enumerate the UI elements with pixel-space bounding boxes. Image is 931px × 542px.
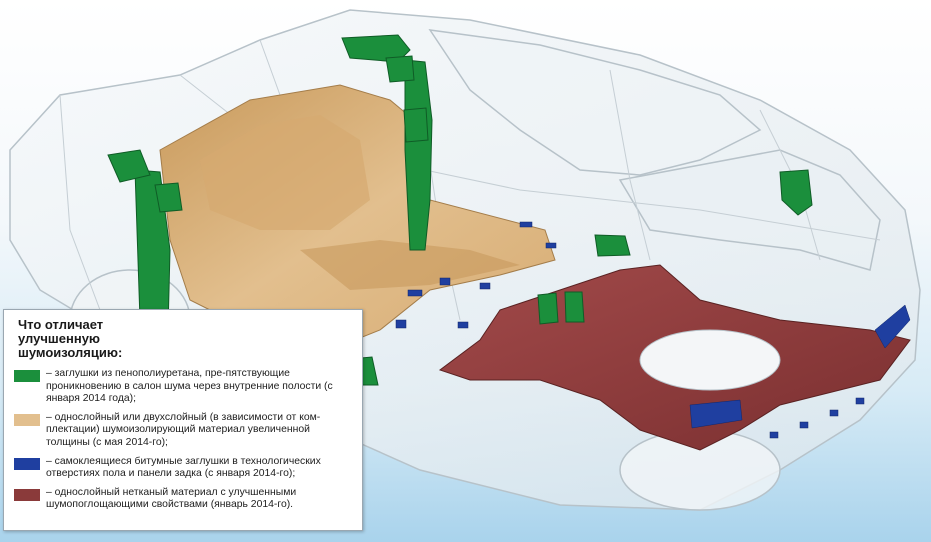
bitumen-plug — [439, 277, 451, 286]
legend-swatch-bitumen — [14, 457, 40, 470]
bitumen-plug — [829, 409, 839, 417]
foam-plug-b-top — [385, 55, 415, 83]
legend-text-nonwoven: – однослойный нетканый материал с улучше… — [46, 486, 297, 511]
bitumen-plug — [855, 397, 865, 405]
bitumen-plug — [519, 221, 533, 228]
legend-text-foam-plug: – заглушки из пенополиуретана, пре-пятст… — [46, 368, 333, 405]
foam-plug-center-2 — [564, 291, 585, 323]
legend-items: – заглушки из пенополиуретана, пре-пятст… — [12, 368, 354, 512]
foam-plug-front-mid — [154, 182, 183, 213]
legend-item-foam-plug: – заглушки из пенополиуретана, пре-пятст… — [12, 368, 354, 406]
bitumen-plug — [799, 421, 809, 429]
legend: Что отличает улучшенную шумоизоляцию: – … — [3, 309, 363, 531]
legend-item-nonwoven: – однослойный нетканый материал с улучше… — [12, 487, 354, 512]
legend-title: Что отличает улучшенную шумоизоляцию: — [18, 317, 123, 360]
bitumen-plug-rear-right — [874, 304, 911, 349]
bitumen-plug — [395, 319, 407, 329]
foam-plug-rear-sill — [594, 234, 631, 257]
foam-plug-b-pillar — [404, 59, 433, 251]
foam-plug-roof — [341, 34, 411, 63]
foam-plug-b-mid — [403, 107, 429, 143]
legend-item-bitumen: – самоклеящиеся битумные заглушки в техн… — [12, 456, 354, 481]
legend-swatch-insulation — [14, 413, 40, 426]
foam-plug-c-pillar — [779, 169, 813, 216]
foam-plug-front-top — [107, 149, 151, 183]
foam-plug-center-1 — [537, 292, 559, 325]
legend-swatch-nonwoven — [14, 488, 40, 501]
bitumen-plug — [545, 242, 557, 249]
bitumen-plug — [479, 282, 491, 290]
bitumen-plug — [457, 321, 469, 329]
legend-text-bitumen: – самоклеящиеся битумные заглушки в техн… — [46, 455, 321, 480]
sound-insulation-panel — [159, 84, 556, 351]
bitumen-plug — [769, 431, 779, 439]
legend-text-insulation: – однослойный или двухслойный (в зависим… — [46, 411, 321, 448]
bitumen-plug-rear-left — [689, 399, 743, 429]
legend-item-insulation: – однослойный или двухслойный (в зависим… — [12, 412, 354, 450]
bitumen-plug — [407, 289, 423, 297]
legend-swatch-foam-plug — [14, 370, 40, 382]
